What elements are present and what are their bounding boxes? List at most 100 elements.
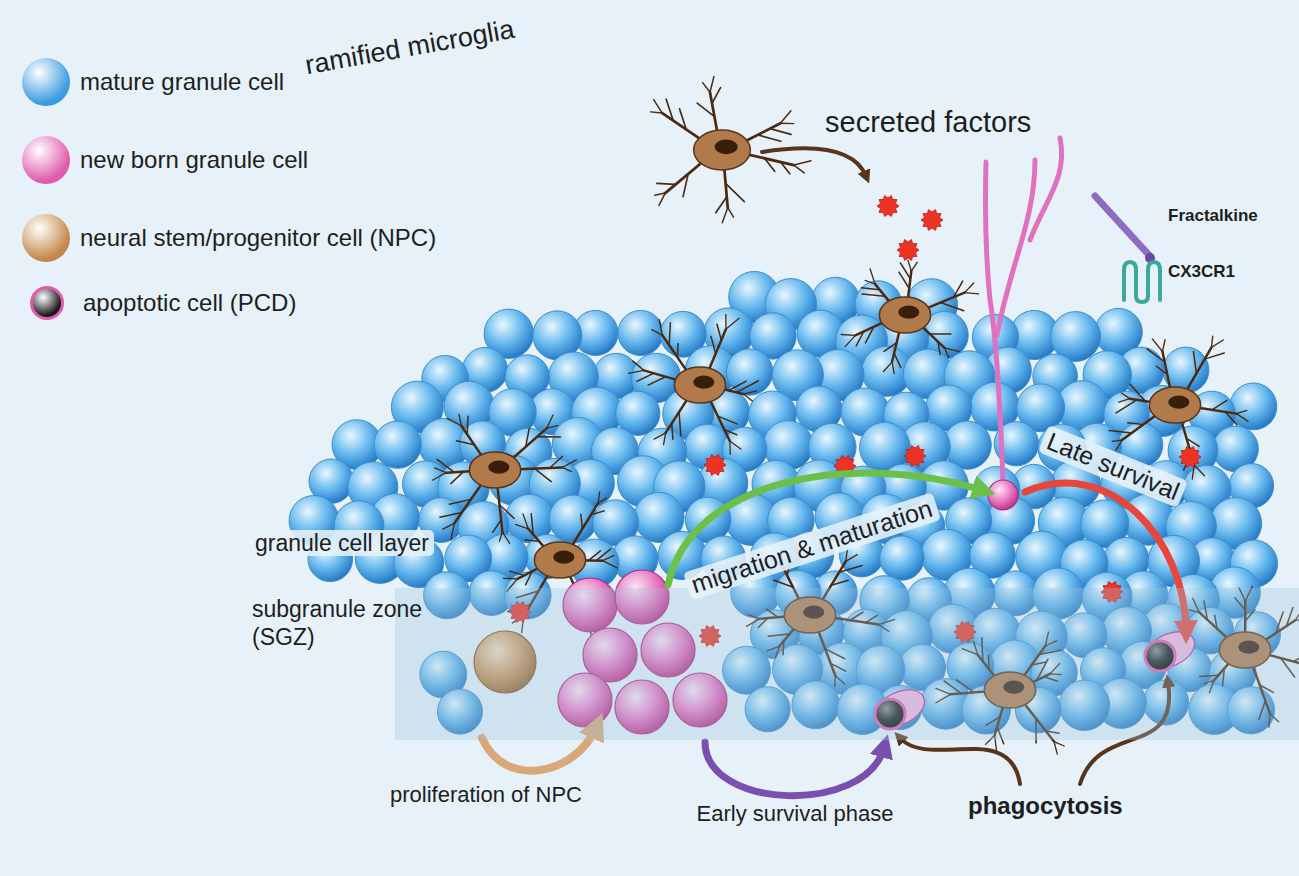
legend-text: neural stem/progenitor cell (NPC) (80, 224, 436, 252)
microglia-branch (570, 503, 599, 550)
microglia-branch (774, 580, 793, 587)
microglia-branch (758, 135, 781, 141)
microglia-branch (894, 353, 901, 368)
microglia-branch (504, 578, 518, 580)
molecule-label: Fractalkine (1168, 206, 1258, 226)
microglia-body (694, 130, 751, 170)
microglia-branch (710, 76, 714, 92)
microglia-branch (679, 109, 686, 130)
microglia-nucleus (1168, 396, 1189, 409)
microglia-branch (659, 320, 662, 336)
microglia-branch (1236, 414, 1248, 422)
microglia-branch (659, 193, 665, 205)
microglia-branch (938, 342, 940, 355)
microglia-branch (722, 208, 727, 223)
secreted-factor (904, 446, 926, 467)
microglia-branch (1152, 339, 1162, 352)
microglia-body (879, 297, 930, 333)
legend-row: new born granule cell (22, 136, 308, 184)
microglia-branch (770, 129, 791, 135)
microglia-branch (780, 123, 793, 125)
title-label: ramified microglia (303, 14, 517, 81)
microglia-branch (603, 555, 614, 560)
microglia-branch (443, 523, 455, 529)
microglia-branch (637, 373, 654, 381)
zone-band: subgranule zone (SGZ) (395, 588, 1299, 740)
microglia-branch (862, 294, 885, 296)
microglia-branch (831, 580, 848, 585)
dendrite (997, 160, 1035, 335)
microglia-branch (941, 303, 964, 311)
microglia-branch (547, 415, 553, 428)
microglia-branch (911, 262, 917, 271)
secreted-factor (877, 196, 899, 217)
microglia-branch (654, 433, 665, 439)
microglia-branch (1205, 353, 1225, 359)
microglia-branch (1212, 400, 1227, 409)
granule-cell (374, 421, 421, 468)
microglia-branch (502, 532, 509, 543)
microglia-branch (447, 419, 461, 426)
legend-swatch (22, 214, 70, 262)
microglia-branch (839, 566, 862, 573)
microglia-branch (499, 505, 514, 519)
microglia-branch (1130, 384, 1145, 401)
microglia-branch (562, 460, 576, 468)
microglia-branch (726, 183, 745, 201)
cx3cr1-receptor (1124, 262, 1160, 302)
legend-text: mature granule cell (80, 68, 284, 96)
microglia-branch (1194, 465, 1204, 476)
arrow-label: Early survival phase (697, 801, 894, 826)
microglia-branch (870, 269, 875, 284)
legend-row: mature granule cell (22, 58, 284, 106)
microglia-branch (466, 416, 468, 434)
microglia-branch (510, 571, 524, 575)
region-label: granule cell layer (250, 530, 434, 556)
granule-cell (1163, 347, 1209, 393)
microglia-branch (765, 158, 775, 171)
microglia-body (1149, 387, 1200, 423)
granule-cell (1230, 383, 1277, 430)
microglia-branch (865, 327, 873, 343)
microglia-branch (965, 283, 974, 293)
microglia-branch (648, 377, 666, 385)
process-arrow (705, 742, 884, 796)
microglia-branch (884, 362, 893, 372)
microglia-branch (598, 498, 606, 503)
microglia-branch (432, 473, 446, 481)
microglia-branch (718, 416, 737, 424)
microglia-branch (523, 514, 528, 529)
microglia-branch (526, 571, 533, 585)
microglia-branch (525, 540, 539, 541)
microglia-nucleus (693, 376, 714, 389)
microglia-branch (846, 555, 857, 562)
microglia-branch (499, 532, 502, 541)
microglia-branch (1121, 393, 1129, 399)
microglia-branch (697, 103, 714, 117)
legend-text: apoptotic cell (PCD) (83, 289, 296, 317)
microglia-branch (669, 323, 670, 346)
microglia-branch (841, 334, 855, 336)
microglia-nucleus (553, 551, 574, 564)
microglia-branch (954, 281, 963, 297)
microglia-branch (596, 549, 610, 561)
granule-cell (549, 495, 597, 543)
granule-cell (880, 536, 924, 580)
microglia-branch (1211, 340, 1223, 347)
microglia-branch (892, 362, 894, 374)
microglia-branch (884, 343, 897, 352)
microglia-branch (1112, 440, 1122, 441)
microglia-branch (598, 492, 600, 503)
microglia-body (674, 367, 725, 403)
microglia-branch (1184, 347, 1211, 394)
microglia-branch (535, 469, 552, 482)
microglia-branch (726, 318, 739, 329)
microglia-branch (493, 520, 501, 533)
microglia-branch (550, 456, 563, 468)
granule-cell (726, 349, 772, 395)
microglia-branch (591, 511, 604, 515)
microglia-branch (1211, 336, 1212, 347)
microglia-branch (743, 394, 752, 401)
microglia-branch (1119, 399, 1130, 403)
arrow-label: proliferation of NPC (390, 782, 582, 807)
